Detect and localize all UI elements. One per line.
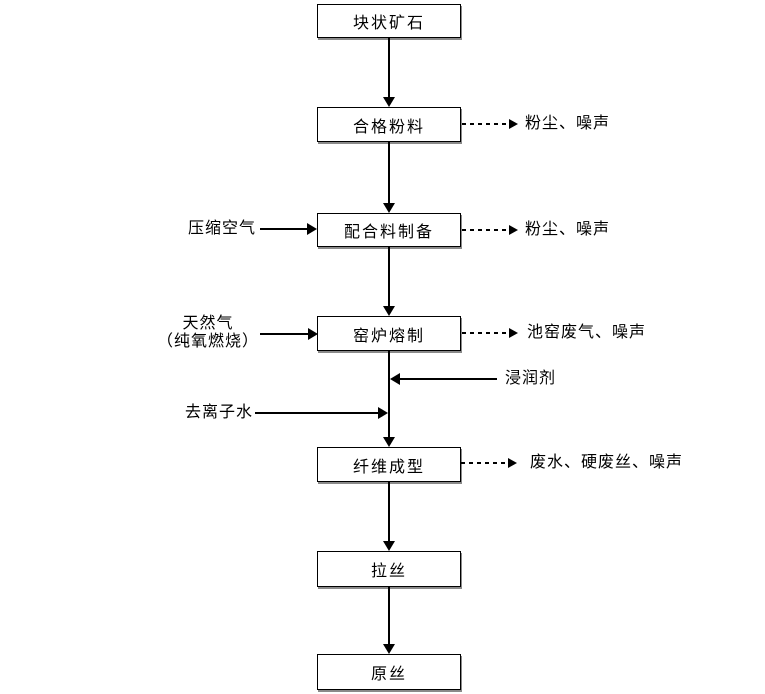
flow-line-2 (388, 142, 390, 204)
node-batch-preparation: 配合料制备 (317, 213, 461, 247)
label-natural-gas-line1: 天然气 (182, 315, 234, 332)
arrow-right-icon (307, 223, 317, 235)
input-line-compressed-air (260, 228, 307, 230)
emission-line-powder (462, 123, 509, 125)
arrow-down-icon (383, 97, 395, 107)
node-fiber-forming: 纤维成型 (317, 447, 461, 482)
input-line-natural-gas (260, 333, 308, 335)
arrow-down-icon (383, 437, 395, 447)
label-emission-forming: 废水、硬废丝、噪声 (530, 454, 684, 471)
arrow-down-icon (383, 541, 395, 551)
arrow-down-icon (383, 644, 395, 654)
label-natural-gas-line2: （纯氧燃烧） (156, 333, 259, 350)
node-kiln-melting: 窑炉熔制 (317, 316, 461, 351)
label-sizing-agent: 浸润剂 (505, 370, 557, 387)
emission-line-kiln (462, 332, 509, 334)
label-emission-powder: 粉尘、噪声 (525, 115, 611, 132)
arrow-right-dashed-icon (509, 119, 518, 129)
node-qualified-powder: 合格粉料 (317, 107, 461, 142)
arrow-right-icon (378, 407, 388, 419)
node-raw-strand: 原丝 (317, 654, 461, 690)
flow-line-3 (388, 247, 390, 307)
emission-line-batch (462, 229, 509, 231)
node-wire-drawing: 拉丝 (317, 551, 461, 587)
arrow-left-icon (390, 373, 400, 385)
label-compressed-air: 压缩空气 (188, 220, 257, 237)
label-emission-kiln: 池窑废气、噪声 (527, 324, 647, 341)
input-line-deionized-water (255, 412, 378, 414)
flow-line-1 (388, 38, 390, 98)
arrow-right-icon (308, 328, 318, 340)
flow-line-6 (388, 587, 390, 645)
arrow-down-icon (383, 306, 395, 316)
emission-line-forming (461, 462, 508, 464)
label-deionized-water: 去离子水 (185, 404, 254, 421)
arrow-right-dashed-icon (509, 328, 518, 338)
arrow-right-dashed-icon (508, 458, 517, 468)
flow-line-4 (388, 351, 390, 438)
label-natural-gas: 天然气（纯氧燃烧） (152, 315, 264, 351)
label-emission-batch: 粉尘、噪声 (525, 221, 611, 238)
node-block-ore: 块状矿石 (317, 4, 461, 38)
flow-line-5 (388, 482, 390, 542)
input-line-sizing-agent (400, 378, 497, 380)
arrow-right-dashed-icon (509, 225, 518, 235)
arrow-down-icon (383, 203, 395, 213)
